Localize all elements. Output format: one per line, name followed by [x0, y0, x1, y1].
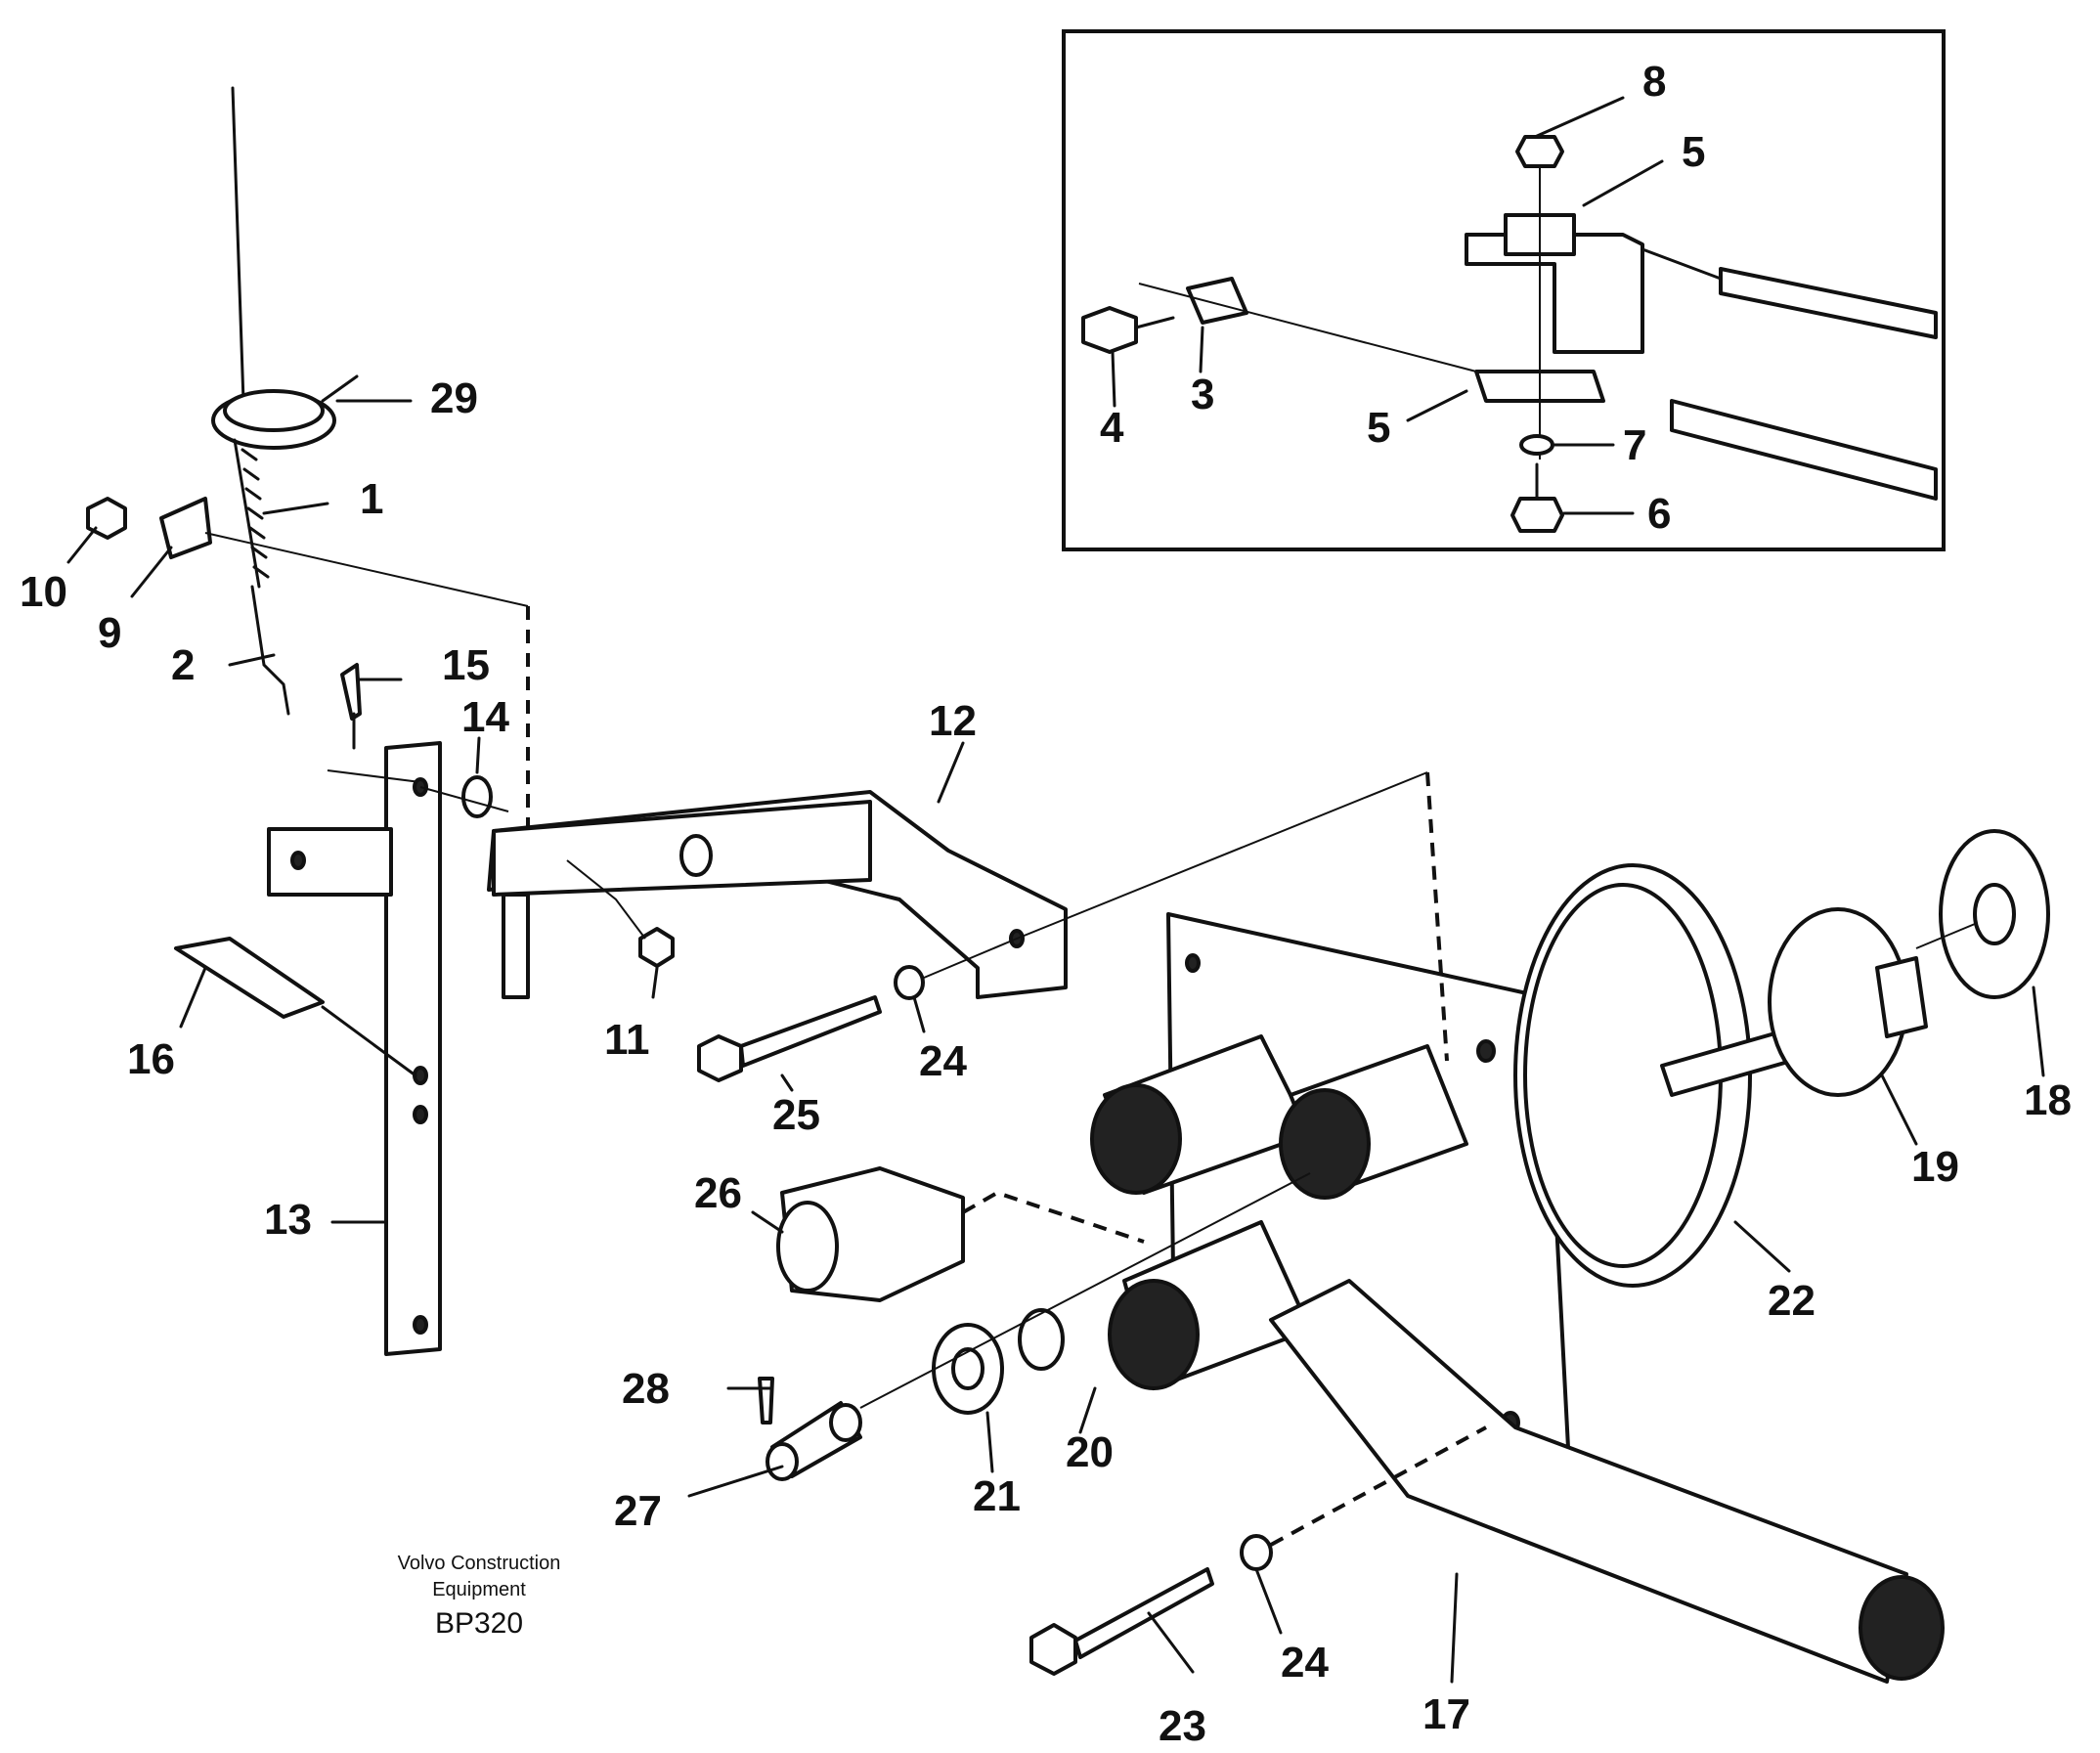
callout-19: 19: [1911, 1143, 1959, 1191]
ring-20: [1018, 1308, 1065, 1371]
callout-22: 22: [1768, 1277, 1816, 1325]
caption: Volvo Construction Equipment BP320: [398, 1553, 561, 1640]
callout-7: 7: [1623, 421, 1646, 469]
spring-16: [174, 937, 417, 1077]
callout-5-upper: 5: [1682, 128, 1705, 176]
bearing-21: [932, 1323, 1004, 1415]
callout-11: 11: [604, 1016, 650, 1064]
leader-lines: [66, 96, 2045, 1684]
bracket-9-bolt-10: [86, 497, 530, 841]
callout-21: 21: [973, 1472, 1021, 1520]
callout-6: 6: [1647, 490, 1671, 538]
callout-labels: 8 5 3 4 5 7 6 29 1 10 9 2 15 14 12 11 24…: [20, 58, 2072, 1750]
callout-18: 18: [2024, 1076, 2072, 1124]
throttle-cable-assembly: [211, 86, 359, 716]
bolt-23: [1029, 1425, 1487, 1676]
callout-3: 3: [1191, 371, 1214, 418]
arm-12: [487, 771, 1428, 999]
callout-27: 27: [614, 1487, 662, 1535]
link-27: [766, 1401, 862, 1481]
caption-line-2: Equipment: [432, 1579, 526, 1600]
callout-4: 4: [1100, 404, 1124, 452]
caption-code: BP320: [435, 1607, 523, 1640]
callout-8: 8: [1642, 58, 1666, 106]
callout-28: 28: [622, 1365, 670, 1413]
caption-line-1: Volvo Construction: [398, 1553, 561, 1574]
callout-10: 10: [20, 568, 67, 616]
callout-13: 13: [264, 1196, 312, 1244]
inset-detail: [1062, 29, 1946, 551]
lever-13: [267, 741, 442, 1356]
callout-29: 29: [430, 374, 478, 422]
washer-14: [419, 775, 509, 818]
callout-20: 20: [1066, 1428, 1114, 1476]
callout-24-upper: 24: [919, 1037, 967, 1085]
callout-1: 1: [360, 475, 383, 523]
callout-12: 12: [929, 697, 977, 745]
callout-5-lower: 5: [1367, 404, 1390, 452]
callout-9: 9: [98, 609, 121, 657]
callout-24-lower: 24: [1281, 1639, 1329, 1687]
cotter-pin-15: [340, 663, 362, 750]
callout-23: 23: [1159, 1702, 1206, 1750]
bolt-25: [697, 938, 1018, 1082]
callout-2: 2: [171, 641, 195, 689]
nipple-26: [776, 1166, 1145, 1302]
callout-17: 17: [1422, 1690, 1470, 1738]
callout-15: 15: [442, 641, 490, 689]
pulley-assembly: [1513, 829, 2050, 1288]
pin-28: [758, 1377, 774, 1424]
nut-11: [566, 859, 675, 968]
callout-26: 26: [694, 1169, 742, 1217]
callout-25: 25: [772, 1091, 820, 1139]
callout-14: 14: [461, 693, 509, 741]
callout-16: 16: [127, 1035, 175, 1083]
pipe-fittings: [1090, 1034, 1945, 1684]
